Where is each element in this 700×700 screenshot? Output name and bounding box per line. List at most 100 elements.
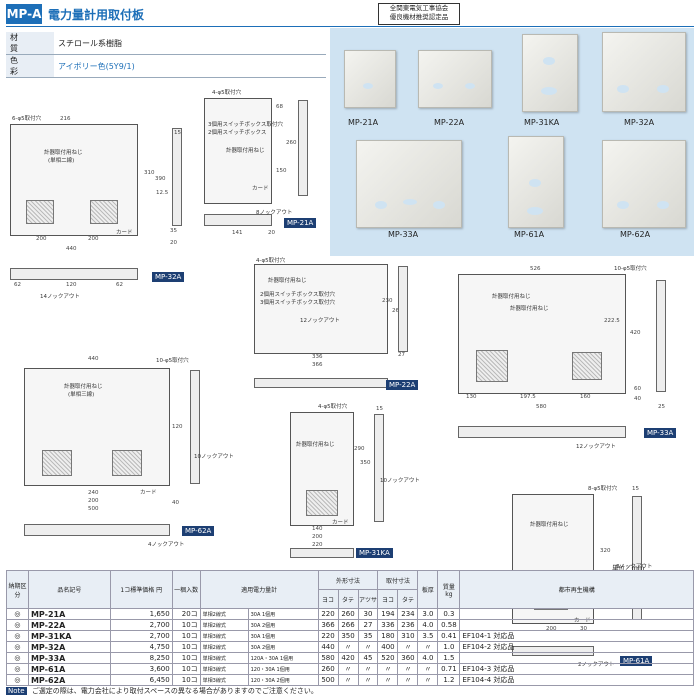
col-thick: 板厚 — [417, 570, 439, 609]
table-cell-pack: 20コ — [171, 608, 201, 620]
dim-label: 27 — [398, 352, 405, 358]
note-card: カード — [252, 186, 269, 192]
plate-photo-mp21a — [344, 50, 396, 108]
table-cell-model: MP-61A — [27, 663, 111, 675]
table-cell-m2: 30A 1個用 — [247, 608, 319, 620]
table-cell-mtate: 360 — [397, 652, 419, 664]
dim-label: 150 — [276, 168, 287, 174]
table-cell-ship: ◎ — [6, 674, 29, 686]
dim-label: 290 — [354, 446, 365, 452]
note-knockout: 14ノックアウト — [40, 294, 80, 300]
table-cell-tate: 266 — [337, 619, 359, 631]
table-cell-thick: 4.0 — [417, 652, 439, 664]
table-cell-std: EF104-2 対応品 — [459, 641, 694, 653]
table-cell-m1: 単相2線式 — [199, 608, 249, 620]
table-cell-tate: 420 — [337, 652, 359, 664]
table-cell-tate: 〃 — [337, 663, 359, 675]
plate-photo-mp61a — [508, 136, 564, 228]
dim-label: 68 — [276, 104, 283, 110]
table-cell-price: 2,700 — [109, 619, 173, 631]
note-text: ご選定の際は、電力会社により取付スペースの異なる場合がありますのでご注意ください… — [31, 687, 318, 695]
table-cell-thick: 4.0 — [417, 619, 439, 631]
table-cell-std: EF104-1 対応品 — [459, 630, 694, 642]
dim-label: 260 — [392, 308, 403, 314]
dim-label: 62 — [116, 282, 123, 288]
dim-label: 141 — [232, 230, 243, 236]
table-cell-std — [459, 619, 694, 631]
footer-note: Note ご選定の際は、電力会社により取付スペースの異なる場合がありますのでご注… — [6, 686, 318, 696]
dim-label: 120 — [172, 424, 183, 430]
dim-label: 366 — [312, 362, 323, 368]
plate-photo-mp33a — [356, 140, 462, 228]
note-card: カード — [332, 520, 349, 526]
table-cell-m1: 単相2線式 — [199, 619, 249, 631]
page-title: 電力量計用取付板 — [48, 8, 145, 22]
table-cell-myoko: 〃 — [377, 663, 399, 675]
plate-side-mp62a — [190, 370, 200, 484]
table-cell-ship: ◎ — [6, 652, 29, 664]
table-cell-model: MP-33A — [27, 652, 111, 664]
col-price: 1コ標準価格 円 — [109, 570, 173, 609]
plate-side-mp32a — [172, 128, 182, 226]
plate-photo-mp22a — [418, 50, 492, 108]
table-cell-ship: ◎ — [6, 630, 29, 642]
dim-label: 60 — [634, 386, 641, 392]
unit-note: 単位／mm — [612, 564, 645, 572]
note-meter: 計器取付用ねじ — [226, 148, 265, 154]
note-knockout: 12ノックアウト — [576, 444, 616, 450]
col-yoko: ヨコ — [317, 589, 339, 609]
spec-key: 色 彩 — [6, 54, 54, 78]
table-cell-yoko: 220 — [317, 608, 339, 620]
dim-label: 35 — [170, 228, 177, 234]
note-holes: 10-φ5取付穴 — [614, 266, 647, 272]
table-cell-model: MP-31KA — [27, 630, 111, 642]
photo-label: MP-21A — [348, 118, 379, 127]
table-cell-pack: 10コ — [171, 674, 201, 686]
col-std: 都市再生機構 — [459, 570, 694, 609]
dim-label: 20 — [268, 230, 275, 236]
table-cell-price: 1,650 — [109, 608, 173, 620]
spec-value: アイボリー色(5Y9/1) — [54, 54, 326, 78]
table-cell-weight: 0.3 — [437, 608, 461, 620]
col-weight: 質量 kg — [437, 570, 461, 609]
dim-label: 222.5 — [604, 318, 620, 324]
spec-row: 色 彩 アイボリー色(5Y9/1) — [6, 54, 326, 78]
note-switch-2: 2個用スイッチボックス取付穴 — [260, 292, 335, 298]
dim-label: 200 — [88, 498, 99, 504]
dim-label: 120 — [66, 282, 77, 288]
note-holes: 8-φ5取付穴 — [588, 486, 618, 492]
note-knockout: 4ノックアウト — [148, 542, 185, 548]
dim-label: 200 — [36, 236, 47, 242]
dim-label: 12.5 — [156, 190, 169, 196]
plate-photo-mp31ka — [522, 34, 578, 112]
dim-label: 240 — [88, 490, 99, 496]
dim-label: 15 — [174, 130, 181, 136]
dim-label: 580 — [536, 404, 547, 410]
dim-label: 200 — [88, 236, 99, 242]
cert-line2: 優良機材推奨認定品 — [389, 13, 449, 21]
dim-label: 160 — [580, 394, 591, 400]
note-meter: 計器取付用ねじ — [296, 442, 335, 448]
dim-label: 440 — [66, 246, 77, 252]
table-cell-model: MP-21A — [27, 608, 111, 620]
note-holes: 10-φ5取付穴 — [156, 358, 189, 364]
table-cell-mtate: 236 — [397, 619, 419, 631]
note-holes: 6-φ5取付穴 — [12, 116, 42, 122]
note-meter: 計器取付用ねじ — [64, 384, 103, 390]
photo-label: MP-61A — [514, 230, 545, 239]
table-cell-myoko: 〃 — [377, 674, 399, 686]
header-rule — [6, 26, 694, 27]
table-cell-pack: 10コ — [171, 663, 201, 675]
table-cell-std — [459, 608, 694, 620]
col-atsu: アツサ — [357, 589, 379, 609]
table-cell-myoko: 520 — [377, 652, 399, 664]
plate-front-mp21a — [204, 98, 272, 204]
table-cell-model: MP-32A — [27, 641, 111, 653]
table-cell-mtate: 234 — [397, 608, 419, 620]
dim-label: 260 — [286, 140, 297, 146]
table-cell-thick: 〃 — [417, 663, 439, 675]
table-cell-weight: 1.5 — [437, 652, 461, 664]
dim-label: 526 — [530, 266, 541, 272]
